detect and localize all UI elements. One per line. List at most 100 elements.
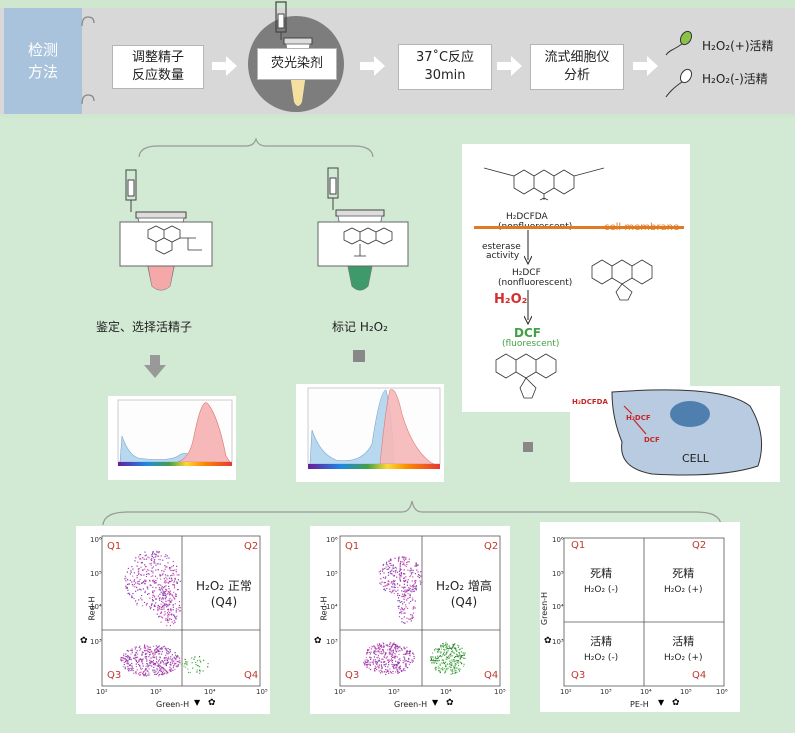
scatter-dot — [415, 563, 417, 565]
scatter-dot — [375, 661, 377, 663]
tick: 10² — [96, 688, 108, 696]
scatter-dot — [167, 621, 169, 623]
scatter-dot — [444, 664, 447, 666]
scatter-dot — [175, 617, 177, 619]
scatter-dot — [142, 665, 144, 667]
scatter-dot — [196, 671, 198, 673]
scatter-dot — [165, 654, 167, 656]
scatter-dot — [450, 670, 452, 672]
scatter-dot — [397, 669, 399, 671]
scatter-dot — [451, 669, 454, 671]
scatter-dot — [442, 653, 445, 655]
scatter-dot — [196, 664, 198, 667]
gear-icon[interactable]: ✿ — [544, 636, 552, 646]
scatter-dot — [158, 608, 161, 610]
plot1-annotation-line2: (Q4) — [210, 595, 238, 609]
scatter-dot — [146, 570, 148, 573]
scatter-dot — [166, 574, 168, 576]
scatter-dot — [176, 666, 178, 668]
scatter-dot — [392, 564, 394, 566]
scatter-dot — [179, 662, 181, 664]
scatter-dot — [196, 660, 199, 662]
scatter-dot — [367, 649, 369, 651]
plot3-q2: Q2 — [692, 540, 707, 551]
scatter-dot — [131, 668, 133, 670]
scatter-dot — [384, 661, 386, 663]
scatter-dot — [379, 648, 381, 650]
scatter-dot — [165, 600, 167, 602]
scatter-dot — [148, 573, 150, 575]
scatter-dot — [153, 605, 155, 607]
scatter-dot — [435, 666, 437, 668]
scatter-dot — [412, 612, 415, 614]
scatter-dot — [187, 668, 189, 670]
scatter-dot — [448, 657, 450, 659]
scatter-dot — [202, 670, 204, 672]
scatter-dot — [145, 575, 147, 578]
dropdown-icon[interactable]: ▼ — [432, 698, 439, 707]
caption-left: 鉴定、选择活精子 — [96, 320, 193, 334]
scatter-dot — [447, 667, 449, 669]
scatter-dot — [154, 673, 156, 675]
dropdown-icon[interactable]: ▼ — [194, 698, 201, 707]
scatter-dot — [400, 561, 402, 563]
scatter-dot — [163, 597, 165, 599]
tick: 10⁴ — [440, 688, 452, 696]
scatter-dot — [382, 671, 384, 673]
scatter-dot — [404, 573, 406, 575]
scatter-dot — [178, 661, 180, 663]
scatter-dot — [393, 567, 395, 569]
scatter-dot — [145, 675, 147, 677]
gear-icon[interactable]: ✿ — [80, 636, 88, 646]
scatter-dot — [407, 607, 409, 609]
scatter-dot — [401, 586, 403, 588]
scatter-dot — [376, 651, 378, 653]
scatter-dot — [145, 653, 147, 655]
scatter-dot — [141, 561, 143, 564]
scatter-dot — [406, 621, 408, 623]
scatter-dot — [397, 672, 399, 674]
scatter-dot — [130, 570, 132, 572]
gear-icon[interactable]: ✿ — [672, 698, 680, 708]
gear-icon[interactable]: ✿ — [208, 698, 216, 708]
scatter-dot — [159, 563, 161, 565]
scatter-dot — [383, 643, 385, 645]
scatter-dot — [414, 565, 416, 567]
scatter-dot — [448, 648, 450, 650]
scatter-dot — [390, 642, 392, 644]
scatter-dot — [198, 666, 201, 668]
scatter-dot — [397, 586, 399, 588]
scatter-dot — [161, 673, 163, 675]
scatter-dot — [167, 608, 170, 610]
gear-icon[interactable]: ✿ — [314, 636, 322, 646]
scatter-dot — [392, 670, 394, 672]
scatter-dot — [409, 654, 411, 656]
scatter-dot — [164, 565, 166, 567]
scatter-dot — [158, 607, 160, 609]
scatter-dot — [139, 578, 141, 580]
scatter-dot — [403, 646, 405, 648]
scatter-dot — [438, 659, 440, 661]
scatter-dot — [125, 587, 128, 589]
scatter-dot — [140, 562, 142, 564]
scatter-dot — [131, 648, 133, 650]
scatter-dot — [154, 562, 156, 564]
scatter-dot — [376, 668, 378, 671]
scatter-dot — [139, 583, 141, 585]
scatter-dot — [158, 616, 160, 618]
arrow-right-icon — [497, 56, 522, 76]
scatter-dot — [147, 573, 149, 575]
scatter-dot — [444, 645, 446, 647]
dropdown-icon[interactable]: ▼ — [658, 698, 665, 707]
gear-icon[interactable]: ✿ — [446, 698, 454, 708]
scatter-dot — [442, 644, 444, 647]
scatter-dot — [410, 585, 412, 588]
method-label: 检测 方法 — [4, 8, 82, 114]
scatter-dot — [385, 663, 387, 665]
scatter-dot — [146, 653, 148, 655]
scatter-dot — [152, 653, 154, 655]
scatter-dot — [382, 649, 384, 651]
scatter-dot — [173, 614, 175, 617]
scatter-dot — [156, 563, 158, 565]
plot2-q1: Q1 — [345, 541, 360, 552]
